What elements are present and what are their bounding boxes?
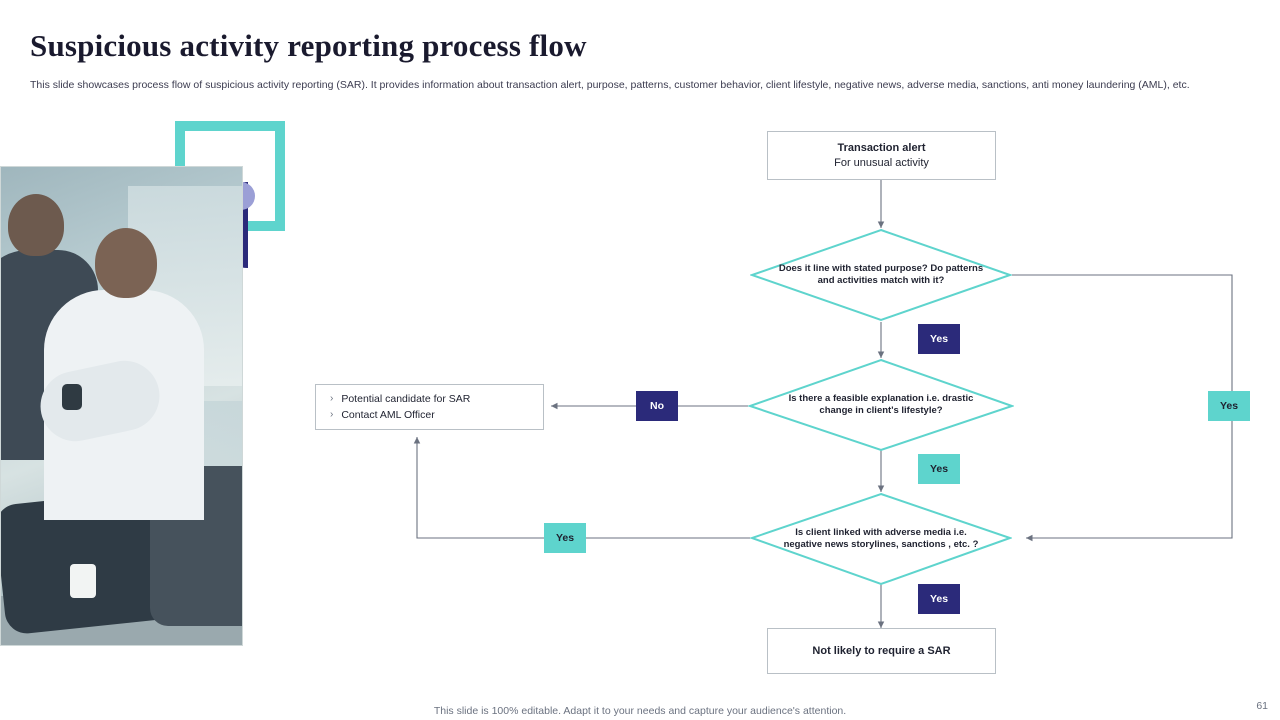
node-decision-lifestyle-label: Is there a feasible explanation i.e. dra… (788, 392, 974, 417)
sar-list-item-1-label: Potential candidate for SAR (341, 393, 471, 405)
page-subtitle: This slide showcases process flow of sus… (30, 79, 1190, 91)
team-photo (0, 166, 243, 646)
node-not-likely-sar[interactable]: Not likely to require a SAR (767, 628, 996, 674)
photo-shape-person-1-head (8, 194, 64, 256)
node-transaction-alert-title: Transaction alert (837, 141, 926, 154)
chevron-right-icon-2: › (330, 409, 334, 420)
node-decision-purpose-patterns-label: Does it line with stated purpose? Do pat… (778, 262, 984, 287)
node-transaction-alert[interactable]: Transaction alert For unusual activity (767, 131, 996, 180)
tag-yes-decision1-right[interactable]: Yes (1208, 391, 1250, 421)
tag-no-decision2[interactable]: No (636, 391, 678, 421)
diamond-shape-3 (750, 492, 1012, 586)
tag-yes-decision1-down[interactable]: Yes (918, 324, 960, 354)
page-number: 61 (1256, 700, 1268, 712)
footer-note: This slide is 100% editable. Adapt it to… (433, 705, 847, 717)
diamond-shape-2 (748, 358, 1014, 452)
page-title: Suspicious activity reporting process fl… (30, 28, 587, 63)
node-sar-candidate[interactable]: › Potential candidate for SAR › Contact … (315, 384, 544, 430)
tag-yes-decision2-down[interactable]: Yes (918, 454, 960, 484)
node-not-likely-sar-label: Not likely to require a SAR (812, 644, 951, 657)
photo-shape-cup (70, 564, 96, 598)
chevron-right-icon: › (330, 393, 334, 404)
node-decision-adverse-media[interactable]: Is client linked with adverse media i.e.… (750, 492, 1012, 586)
tag-yes-decision3-left[interactable]: Yes (544, 523, 586, 553)
node-decision-lifestyle[interactable]: Is there a feasible explanation i.e. dra… (748, 358, 1014, 452)
diamond-shape-1 (750, 228, 1012, 322)
sar-list-item-2: › Contact AML Officer (330, 407, 533, 423)
photo-shape-person-2-head (95, 228, 157, 298)
node-decision-adverse-media-label: Is client linked with adverse media i.e.… (783, 526, 979, 551)
node-transaction-alert-subtitle: For unusual activity (834, 156, 929, 169)
sar-list-item-1: › Potential candidate for SAR (330, 391, 533, 407)
tag-yes-decision3-down[interactable]: Yes (918, 584, 960, 614)
node-decision-purpose-patterns[interactable]: Does it line with stated purpose? Do pat… (750, 228, 1012, 322)
sar-list-item-2-label: Contact AML Officer (341, 409, 435, 421)
photo-shape-watch (62, 384, 82, 410)
photo-content (0, 166, 243, 646)
